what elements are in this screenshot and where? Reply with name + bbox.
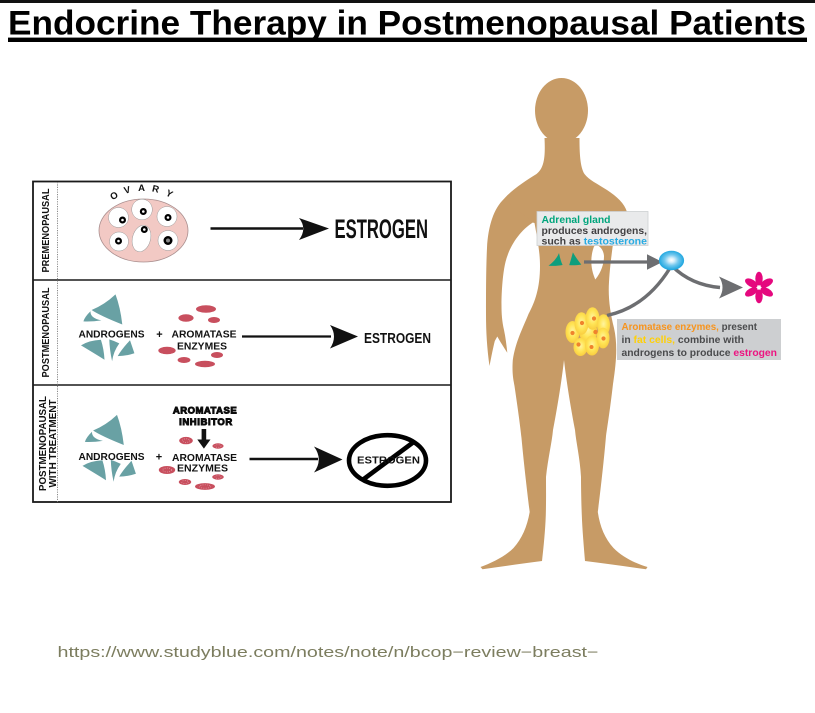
svg-text:such as testosterone: such as testosterone <box>542 236 648 247</box>
svg-text:ESTROGEN: ESTROGEN <box>364 331 431 347</box>
svg-text:https://www.studyblue.com/note: https://www.studyblue.com/notes/note/n/b… <box>58 645 599 661</box>
svg-text:ENZYMES: ENZYMES <box>177 464 228 475</box>
svg-text:Adrenal gland: Adrenal gland <box>542 215 611 226</box>
svg-text:V: V <box>123 184 133 196</box>
svg-text:ENZYMES: ENZYMES <box>177 342 227 353</box>
svg-text:in fat cells, combine with: in fat cells, combine with <box>622 335 745 346</box>
svg-text:produces androgens,: produces androgens, <box>542 226 648 237</box>
svg-text:ANDROGENS: ANDROGENS <box>79 452 146 463</box>
svg-text:Y: Y <box>164 188 175 201</box>
svg-text:A: A <box>138 183 145 194</box>
svg-text:ESTROGEN: ESTROGEN <box>357 455 420 467</box>
svg-text:ESTROGEN: ESTROGEN <box>335 214 429 244</box>
svg-text:PREMENOPAUSAL: PREMENOPAUSAL <box>41 189 52 273</box>
svg-text:POSTMENOPAUSAL: POSTMENOPAUSAL <box>38 396 49 491</box>
svg-text:AROMATASE: AROMATASE <box>173 406 237 417</box>
svg-text:ANDROGENS: ANDROGENS <box>79 330 146 341</box>
svg-text:INHIBITOR: INHIBITOR <box>179 417 233 428</box>
svg-text:+: + <box>156 329 162 341</box>
svg-text:+: + <box>156 452 162 464</box>
svg-text:AROMATASE: AROMATASE <box>172 453 237 464</box>
svg-text:AROMATASE: AROMATASE <box>172 329 237 340</box>
svg-text:Endocrine Therapy in Postmenop: Endocrine Therapy in Postmenopausal Pati… <box>8 5 806 43</box>
svg-text:O: O <box>108 190 120 203</box>
svg-text:WITH TREATMENT: WITH TREATMENT <box>48 399 59 488</box>
svg-text:POSTMENOPAUSAL: POSTMENOPAUSAL <box>41 288 52 378</box>
svg-text:androgens to produce estrogen: androgens to produce estrogen <box>622 348 778 359</box>
svg-text:R: R <box>151 183 160 195</box>
svg-text:Aromatase enzymes, present: Aromatase enzymes, present <box>622 322 758 333</box>
